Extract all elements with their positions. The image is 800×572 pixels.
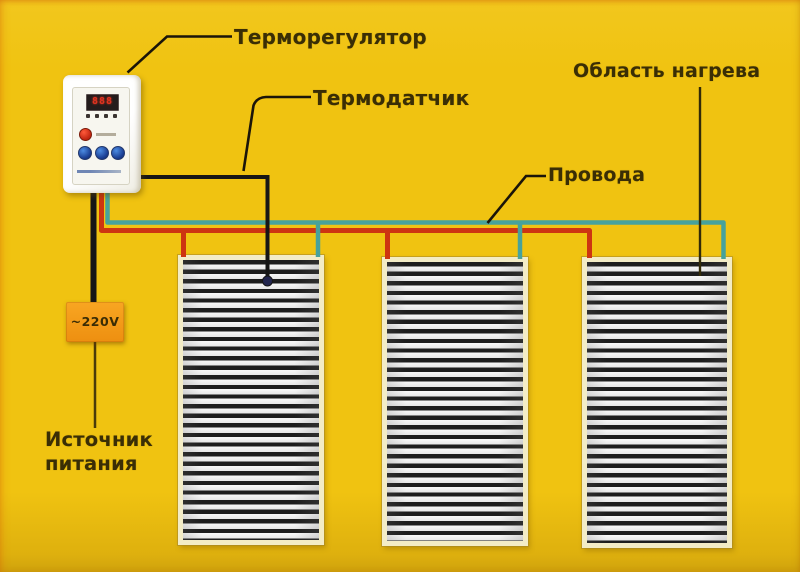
heating-panel-2 [382,257,528,546]
power-source-box: ~220V [66,302,124,342]
neutral-wire-teal [105,188,726,259]
label-heating-area: Область нагрева [573,60,761,82]
pointer-line-thermoregulator [126,35,232,74]
label-power-source-line2: питания [45,452,138,475]
thermostat-caption-text [96,133,116,136]
mini-button-icon[interactable] [104,114,108,118]
label-power-source-line1: Источник [45,428,153,451]
thermostat-mini-buttons [86,114,117,118]
label-thermoregulator: Терморегулятор [234,25,427,49]
mini-button-icon[interactable] [86,114,90,118]
thermostat-faceplate: 888 [72,87,130,185]
seven-segment-display-icon: 888 [86,94,119,111]
thermostat-device: 888 [63,75,141,193]
mini-button-icon[interactable] [113,114,117,118]
mini-button-icon[interactable] [95,114,99,118]
control-button-icon[interactable] [94,146,109,160]
control-button-icon[interactable] [111,146,125,160]
pointer-line-thermosensor [242,95,311,172]
label-power-source: Источник питания [45,428,153,476]
brand-text [77,170,121,173]
control-button-icon[interactable] [78,146,92,160]
heating-panel-3 [582,257,732,548]
label-thermosensor: Термодатчик [313,86,470,110]
power-button-icon[interactable] [79,128,92,141]
thermostat-control-buttons [78,146,125,160]
heating-panel-1 [178,255,324,545]
label-wires: Провода [548,164,646,186]
live-wire-red [99,188,592,258]
pointer-line-wires [486,174,546,224]
